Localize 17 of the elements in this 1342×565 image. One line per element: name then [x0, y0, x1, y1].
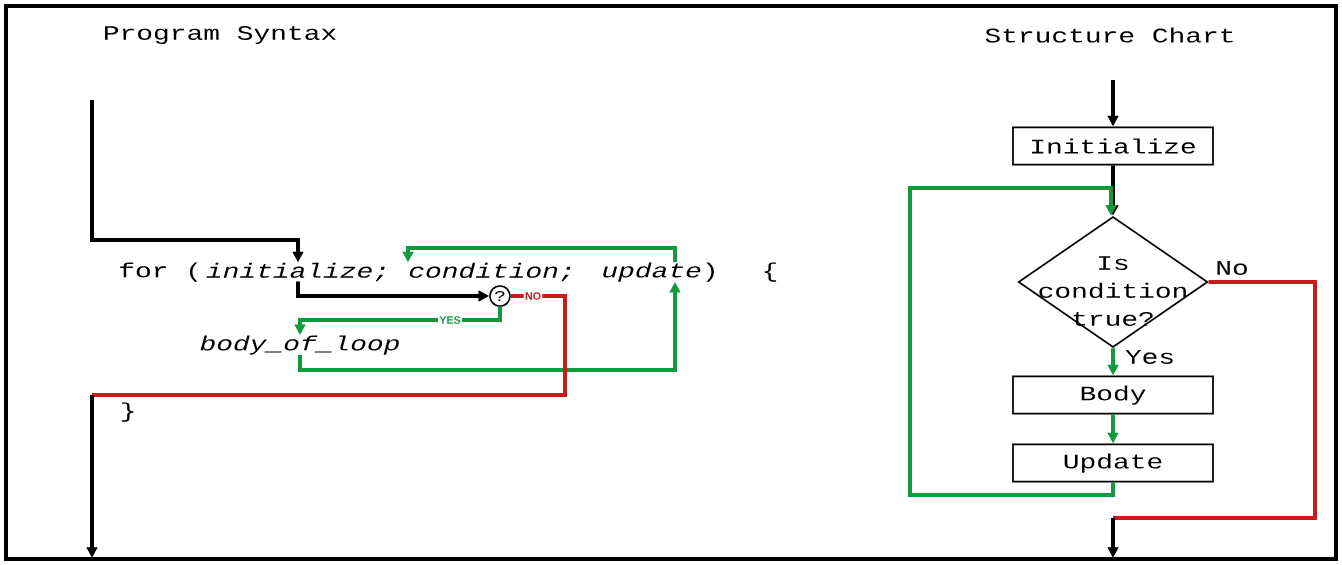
code-text: update) — [603, 262, 714, 282]
edge-label: YES — [438, 314, 462, 326]
edge-label: No — [1213, 259, 1251, 277]
process-box: Initialize — [1012, 126, 1214, 166]
process-box: Body — [1012, 375, 1214, 415]
arrow — [908, 186, 1117, 497]
code-text: for ( — [120, 262, 198, 282]
process-box: Update — [1012, 443, 1214, 483]
heading: Program Syntax — [105, 25, 336, 45]
edge-label: NO — [523, 290, 543, 302]
edge-label: Yes — [1123, 348, 1177, 366]
heading: Structure Chart — [985, 27, 1233, 43]
code-text: initialize; — [206, 262, 385, 282]
code-text: { — [764, 262, 777, 282]
code-text: body_of_loop — [200, 335, 399, 355]
code-text: condition; — [409, 262, 571, 282]
code-text: } — [121, 402, 134, 422]
